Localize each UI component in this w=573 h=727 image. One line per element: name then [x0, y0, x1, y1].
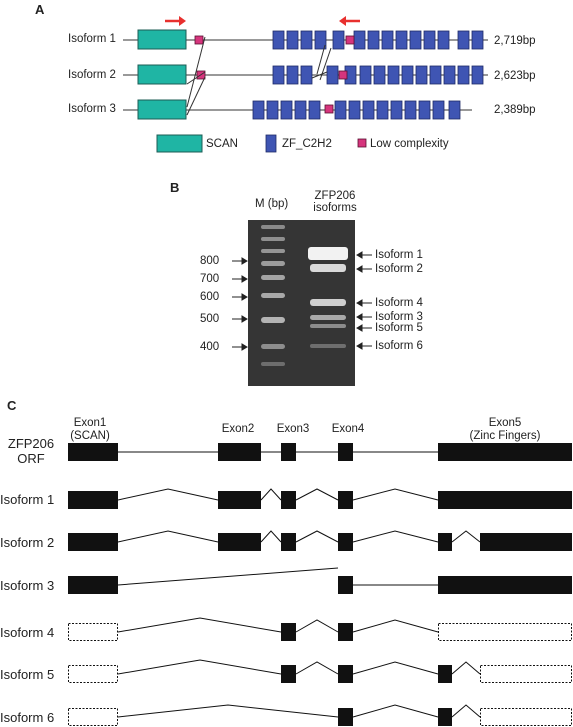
exon5-sublabel: (Zinc Fingers)	[469, 430, 541, 442]
splice-lines	[117, 451, 481, 718]
scan-domain	[137, 29, 187, 50]
band-isoform-1	[308, 247, 348, 260]
splice-connectors	[186, 36, 332, 116]
legend-scan-swatch	[156, 134, 203, 153]
exon2-label: Exon2	[221, 423, 255, 435]
legend	[156, 134, 367, 153]
isoform-2-label: Isoform 2	[68, 69, 116, 81]
band-isoform-6	[310, 344, 346, 348]
legend-zf-swatch	[265, 134, 277, 153]
isoform-1-label: Isoform 1	[68, 33, 116, 45]
untranslated-exon-outlines	[68, 623, 572, 726]
panel-b-label: B	[170, 180, 180, 195]
isoform-3-structure	[123, 99, 472, 120]
exon1-label: Exon1	[73, 417, 107, 429]
panel-a-diagram	[123, 16, 488, 153]
isoform-1-size: 2,719bp	[494, 35, 536, 47]
sample-lane-title-line1: ZFP206	[314, 190, 356, 202]
legend-scan-label: SCAN	[206, 138, 238, 150]
sample-lane-title-line2: isoforms	[313, 202, 357, 214]
agarose-gel-image	[248, 220, 355, 386]
panel-a-label: A	[35, 2, 45, 17]
legend-low-complexity-swatch	[357, 138, 367, 148]
exon5-label: Exon5	[488, 417, 522, 429]
zinc-finger-boxes	[272, 30, 484, 50]
forward-primer-arrow	[165, 16, 186, 26]
row-label-isoform-4: Isoform 4	[0, 625, 55, 640]
exon1-sublabel: (SCAN)	[70, 430, 110, 442]
orf-label-line2: ORF	[17, 451, 45, 466]
band-label-isoform-2: Isoform 2	[375, 263, 423, 275]
band-isoform-4	[310, 299, 346, 306]
band-label-isoform-5: Isoform 5	[375, 322, 423, 334]
isoform-2-size: 2,623bp	[494, 70, 536, 82]
isoform-3-size: 2,389bp	[494, 104, 536, 116]
gel-arrows	[232, 251, 372, 351]
isoform-1-structure	[123, 29, 488, 50]
marker-600: 600	[200, 291, 220, 303]
band-isoform-3	[310, 315, 346, 320]
exon-blocks	[68, 443, 572, 726]
band-isoform-5	[310, 324, 346, 328]
marker-500: 500	[200, 313, 220, 325]
marker-800: 800	[200, 255, 220, 267]
legend-zf-label: ZF_C2H2	[282, 138, 332, 150]
legend-low-complexity-label: Low complexity	[370, 138, 449, 150]
isoform-3-label: Isoform 3	[68, 103, 116, 115]
row-label-isoform-5: Isoform 5	[0, 667, 55, 682]
band-label-isoform-1: Isoform 1	[375, 249, 423, 261]
panel-c-label: C	[7, 398, 17, 413]
marker-700: 700	[200, 273, 220, 285]
low-complexity-box	[194, 35, 204, 45]
exon4-label: Exon4	[331, 423, 365, 435]
orf-label-line1: ZFP206	[7, 436, 55, 451]
band-isoform-2	[310, 264, 346, 272]
row-label-isoform-2: Isoform 2	[0, 535, 55, 550]
reverse-primer-arrow	[339, 16, 360, 26]
band-label-isoform-4: Isoform 4	[375, 297, 423, 309]
marker-lane-title: M (bp)	[255, 198, 289, 210]
band-label-isoform-3: Isoform 3	[375, 311, 423, 323]
panel-c-exon-diagram	[68, 443, 572, 726]
isoform-2-structure	[123, 64, 488, 85]
row-label-isoform-6: Isoform 6	[0, 710, 55, 725]
band-label-isoform-6: Isoform 6	[375, 340, 423, 352]
row-label-isoform-1: Isoform 1	[0, 492, 55, 507]
marker-400: 400	[200, 341, 220, 353]
exon3-label: Exon3	[276, 423, 310, 435]
row-label-isoform-3: Isoform 3	[0, 578, 55, 593]
